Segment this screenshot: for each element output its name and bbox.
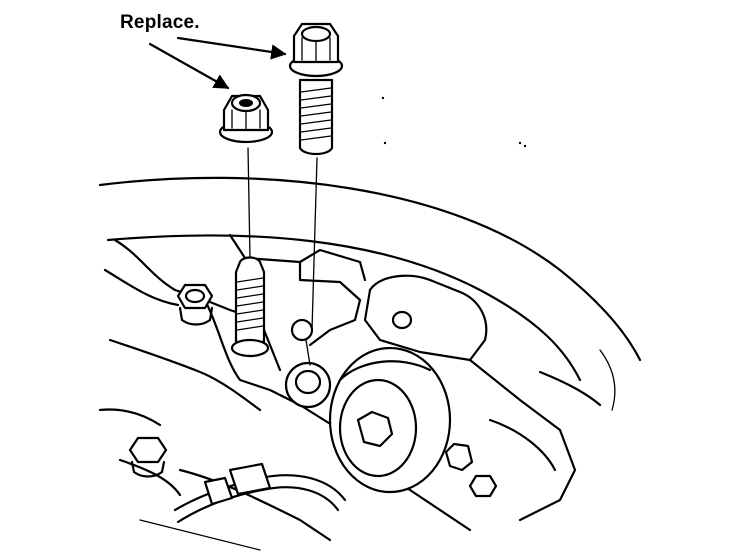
guide-pin: [290, 318, 314, 342]
alignment-lines: [247, 147, 318, 366]
housing-bolt-right-icon: [444, 442, 498, 498]
flange-bolt-icon: [288, 22, 344, 156]
hole-boss: [284, 361, 332, 409]
frame-outline: [98, 176, 642, 411]
flange-nut-icon: [218, 93, 274, 144]
mount-block: [363, 274, 577, 522]
housing-bolt-lower-icon: [128, 436, 168, 478]
mount-bushing: [328, 346, 452, 494]
callout-arrows: [148, 36, 287, 90]
housing-bolt-left-icon: [176, 283, 214, 326]
scan-specks: [381, 96, 527, 148]
replace-callout-label: Replace.: [120, 12, 200, 33]
pipe-fitting: [173, 462, 347, 524]
stud-icon: [230, 256, 270, 358]
